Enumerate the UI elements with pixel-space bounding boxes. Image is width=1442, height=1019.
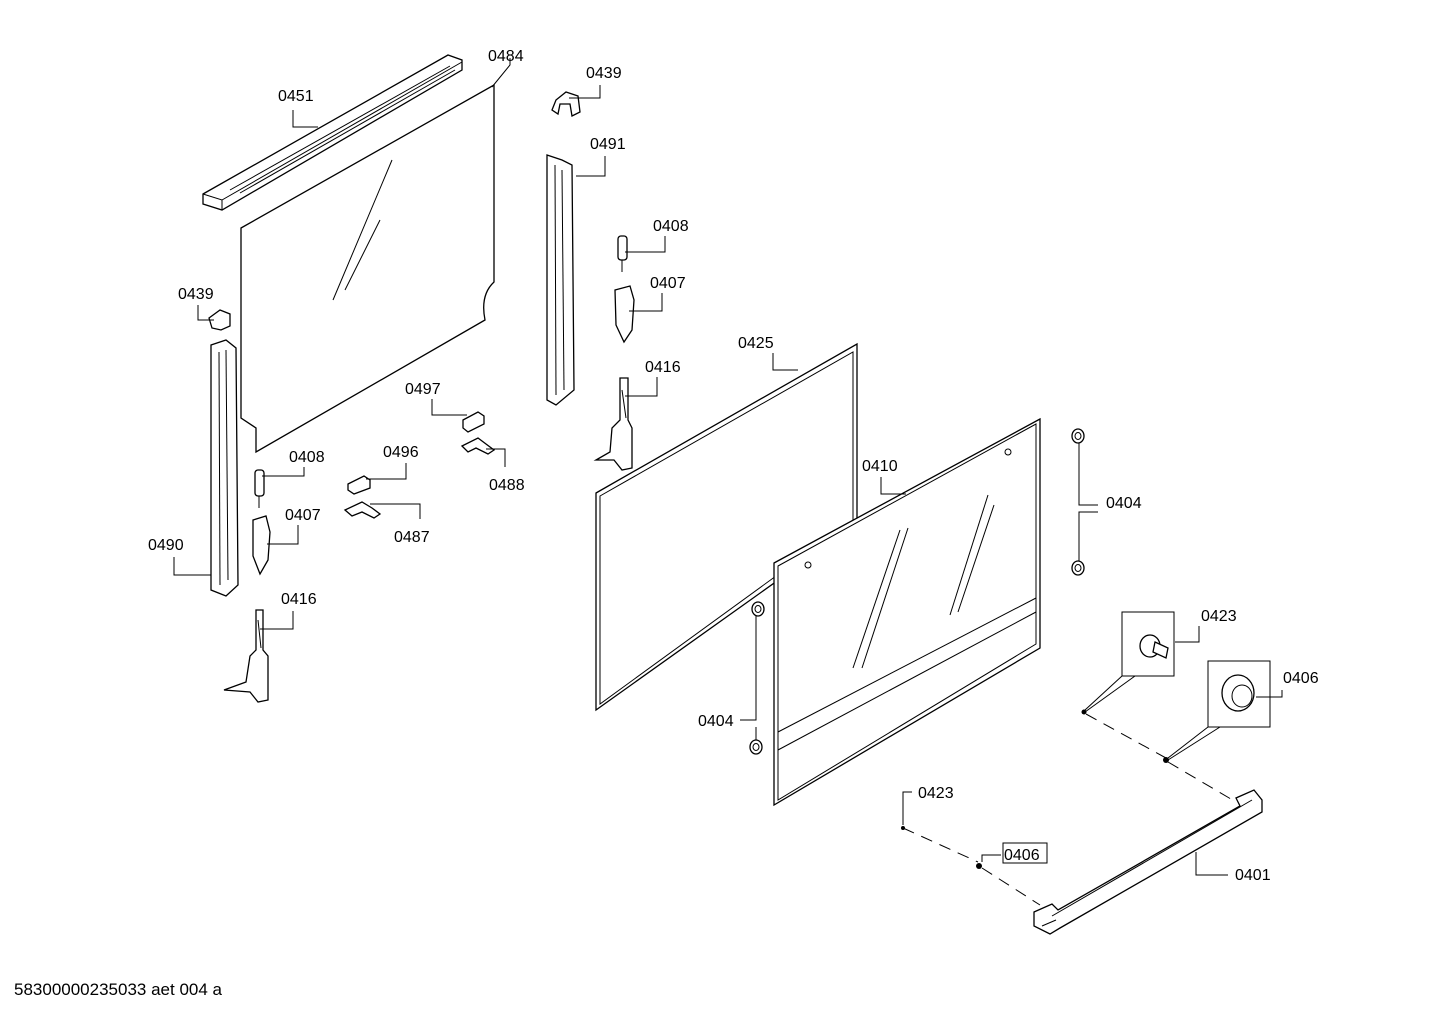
part-0439-clip-lower: [208, 309, 231, 331]
part-0410-outer-door: [773, 417, 1041, 807]
part-0404-bumpers: [749, 428, 1085, 755]
label-0496: 0496: [383, 444, 419, 461]
label-0410: 0410: [862, 458, 898, 475]
part-0488-bracket: [460, 437, 496, 455]
label-0404-right: 0404: [1106, 495, 1142, 512]
part-0401-handle: [1033, 789, 1263, 935]
part-0416-hinge-left: [223, 609, 269, 703]
label-0488: 0488: [489, 477, 525, 494]
part-0408-pin-left: [254, 469, 265, 508]
label-0408-right: 0408: [653, 218, 689, 235]
part-0491-right-rail: [546, 154, 575, 406]
label-0416-right: 0416: [645, 359, 681, 376]
part-labels: 0451 0484 0439 0491 0408 0407 0439 0425 …: [148, 48, 1319, 884]
part-0484-back-glass: [240, 83, 495, 454]
part-0490-left-rail: [210, 339, 239, 597]
assembly-dash-lines: [901, 713, 1237, 906]
label-0484: 0484: [488, 48, 524, 65]
label-0406-lower-box: [1002, 842, 1048, 864]
label-0425: 0425: [738, 335, 774, 352]
label-0497: 0497: [405, 381, 441, 398]
part-0496-bracket: [347, 475, 371, 495]
label-0406-upper: 0406: [1283, 670, 1319, 687]
part-0407-block-left: [252, 515, 271, 576]
label-0407-right: 0407: [650, 275, 686, 292]
part-0423-detail: [1081, 611, 1175, 715]
part-0416-hinge-right: [593, 377, 633, 471]
part-0408-pin-right: [617, 235, 628, 272]
label-0406-lower: 0406: [1004, 847, 1040, 864]
label-0490: 0490: [148, 537, 184, 554]
label-0439-lower: 0439: [178, 286, 214, 303]
label-0401: 0401: [1235, 867, 1271, 884]
label-0439-upper: 0439: [586, 65, 622, 82]
label-0451: 0451: [278, 88, 314, 105]
part-0451-top-trim: [202, 54, 463, 211]
part-0439-clip-upper: [551, 91, 581, 117]
drawing-reference-number: 58300000235033 aet 004 a: [14, 980, 222, 999]
label-0407-left: 0407: [285, 507, 321, 524]
part-0487-bracket: [343, 501, 382, 519]
label-0491: 0491: [590, 136, 626, 153]
part-0407-block-right: [614, 285, 635, 344]
label-0416-left: 0416: [281, 591, 317, 608]
label-0404-left: 0404: [698, 713, 734, 730]
label-0487: 0487: [394, 529, 430, 546]
leader-lines: [173, 58, 1283, 876]
part-0406-detail: [1163, 660, 1271, 763]
part-0497-bracket: [462, 411, 485, 433]
label-0423-upper: 0423: [1201, 608, 1237, 625]
label-0408-left: 0408: [289, 449, 325, 466]
label-0423-lower: 0423: [918, 785, 954, 802]
